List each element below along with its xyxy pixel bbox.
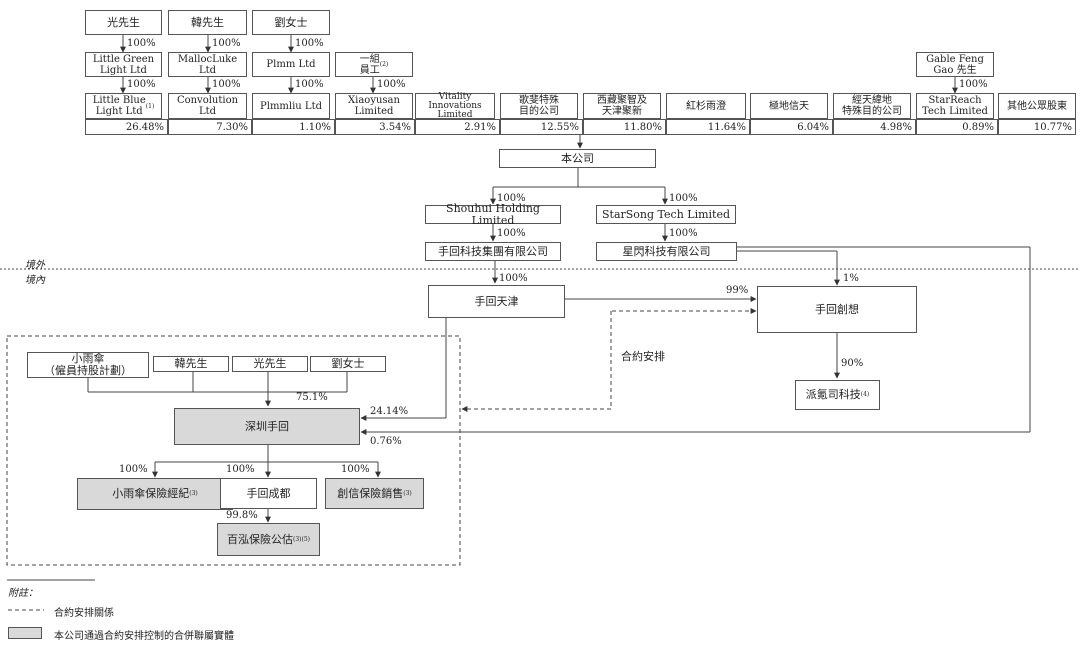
- shareholder-name: StarReach Tech Limited: [922, 95, 988, 117]
- shareholder-box: 歌斐特殊 目的公司: [500, 93, 578, 119]
- plmm-box: Plmm Ltd: [252, 52, 330, 77]
- xingshan-box: 星閃科技有限公司: [596, 242, 737, 261]
- paishi-box: 派氪司科技(4): [795, 380, 880, 410]
- offshore-label: 境外: [25, 260, 45, 271]
- shouhui-tianjin-box: 手回天津: [428, 285, 565, 318]
- xiaoyusan-esop-box: 小雨傘 （僱員持股計劃）: [27, 352, 149, 378]
- shareholder-box: 紅杉雨澄: [666, 93, 746, 119]
- shareholder-box: Vitality Innovations Limited: [415, 91, 495, 120]
- legend-dashed-label: 合約安排關係: [54, 608, 114, 619]
- shareholder-name: 紅杉雨澄: [686, 100, 726, 112]
- shareholder-name: 歌斐特殊 目的公司: [519, 95, 559, 117]
- shareholder-pct: 3.54%: [335, 119, 415, 135]
- shareholder-name: Convolution Ltd: [176, 95, 239, 117]
- pct-076-label: 0.76%: [370, 436, 402, 447]
- pct-998-label: 99.8%: [226, 510, 258, 521]
- shareholder-name: Plmmliu Ltd: [260, 100, 322, 112]
- shareholder-name: 其他公眾股東: [1007, 100, 1067, 112]
- person-liu-box: 劉女士: [252, 10, 330, 35]
- pct-label: 100%: [127, 79, 156, 90]
- shareholder-name: Vitality Innovations Limited: [428, 91, 482, 120]
- pct-label: 100%: [377, 79, 406, 90]
- pct-label: 100%: [959, 79, 988, 90]
- shareholder-name: 極地信天: [769, 100, 809, 112]
- shareholder-box: Plmmliu Ltd: [252, 93, 330, 119]
- contract-arrangement-label: 合約安排: [621, 350, 665, 363]
- pct-label: 100%: [226, 464, 255, 475]
- shouhui-chuangxiang-box: 手回創想: [757, 286, 917, 333]
- malloc-box: MallocLuke Ltd: [168, 52, 247, 77]
- pct-label: 100%: [127, 38, 156, 49]
- starsong-box: StarSong Tech Limited: [596, 205, 736, 224]
- shenzhen-box: 深圳手回: [174, 408, 360, 445]
- shareholder-pct: 12.55%: [500, 119, 583, 135]
- vie-han-box: 韓先生: [153, 356, 229, 372]
- vie-guang-box: 光先生: [232, 356, 308, 372]
- shareholder-box: Little Blue Light Ltd(1): [85, 93, 162, 119]
- shareholder-pct: 26.48%: [85, 119, 168, 135]
- shareholder-box: 西藏聚智及 天津聚新: [583, 93, 661, 119]
- pct-label: 100%: [212, 38, 241, 49]
- pct-label: 100%: [497, 193, 526, 204]
- person-guang-box: 光先生: [85, 10, 162, 35]
- shareholder-box: 其他公眾股東: [998, 93, 1076, 119]
- pct-2414-label: 24.14%: [370, 406, 409, 417]
- pct-label: 100%: [499, 273, 528, 284]
- legend-grey-swatch: [8, 627, 42, 639]
- shareholder-pct: 4.98%: [833, 119, 916, 135]
- pct-90-label: 90%: [841, 358, 864, 369]
- shareholder-pct: 11.80%: [583, 119, 666, 135]
- shareholder-box: Convolution Ltd: [168, 93, 247, 119]
- shareholder-box: StarReach Tech Limited: [916, 93, 994, 119]
- shareholder-pct: 7.30%: [168, 119, 252, 135]
- pct-label: 100%: [669, 193, 698, 204]
- shareholder-pct: 6.04%: [750, 119, 833, 135]
- pct-label: 100%: [119, 464, 148, 475]
- pct-label: 100%: [669, 228, 698, 239]
- pct-label: 100%: [497, 228, 526, 239]
- pct-1-label: 1%: [843, 273, 859, 284]
- shareholder-note: (1): [145, 102, 155, 110]
- pct-99-label: 99%: [726, 285, 749, 296]
- shouhui-holding-box: Shouhui Holding Limited: [425, 202, 561, 226]
- shareholder-pct: 2.91%: [415, 119, 500, 135]
- shareholder-name: Xiaoyusan Limited: [348, 95, 400, 117]
- person-han-box: 韓先生: [168, 10, 247, 35]
- onshore-label: 境內: [25, 275, 45, 286]
- employees-box: 一組 員工(2): [335, 52, 413, 77]
- shareholder-box: 經天緯地 特殊目的公司: [833, 93, 911, 119]
- little-green-box: Little Green Light Ltd: [85, 52, 162, 77]
- company-box: 本公司: [499, 149, 656, 168]
- pct-751-label: 75.1%: [296, 392, 328, 403]
- shareholder-name: 西藏聚智及 天津聚新: [597, 95, 647, 117]
- shareholder-pct: 0.89%: [916, 119, 998, 135]
- shareholder-pct: 11.64%: [666, 119, 750, 135]
- shareholder-pct: 10.77%: [998, 119, 1076, 135]
- shouhui-group-box: 手回科技集團有限公司: [425, 242, 561, 261]
- shareholder-pct: 1.10%: [252, 119, 335, 135]
- pct-label: 100%: [212, 79, 241, 90]
- pct-label: 100%: [295, 79, 324, 90]
- shouhui-chengdu-box: 手回成都: [220, 478, 317, 509]
- shareholder-name: Little Blue Light Ltd: [92, 95, 146, 117]
- shareholder-box: Xiaoyusan Limited: [335, 93, 413, 119]
- legend-title: 附註：: [8, 588, 38, 599]
- pct-label: 100%: [341, 464, 370, 475]
- baihong-box: 百泓保險公估(3)(5): [217, 523, 320, 556]
- shareholder-box: 極地信天: [750, 93, 828, 119]
- vie-liu-box: 劉女士: [310, 356, 386, 372]
- gable-box: Gable Feng Gao 先生: [916, 52, 994, 77]
- shareholder-name: 經天緯地 特殊目的公司: [842, 95, 902, 117]
- chuangxin-box: 創信保險銷售(3): [325, 478, 424, 509]
- xiaoyusan-broker-box: 小雨傘保險經紀(3): [77, 478, 233, 510]
- pct-label: 100%: [295, 38, 324, 49]
- legend-grey-label: 本公司通過合約安排控制的合併聯屬實體: [54, 631, 234, 642]
